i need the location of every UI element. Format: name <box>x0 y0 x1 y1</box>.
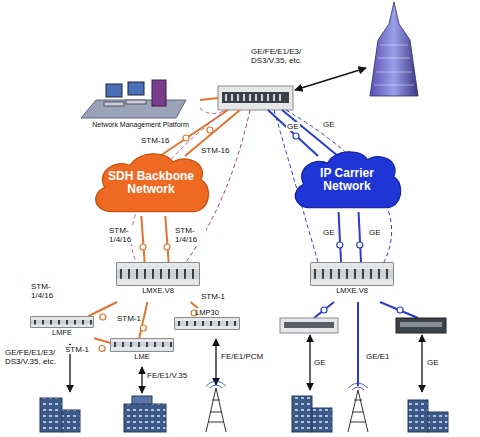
device-face <box>30 316 94 328</box>
device-name: LMXE.V8 <box>116 286 200 295</box>
keyboard <box>104 102 124 106</box>
link-label: STM-1 <box>200 292 226 301</box>
cloud-label: IP Carrier Network <box>290 167 404 193</box>
network-cloud: IP Carrier Network <box>290 148 404 212</box>
device-face <box>310 262 394 286</box>
device-face <box>110 338 174 352</box>
link-label: STM- 1/4/16 <box>174 226 206 244</box>
link-label: STM-16 <box>200 146 230 155</box>
link-label: GE/FE/E1/E3/ DS3/V.35, etc. <box>4 348 66 366</box>
link-label: STM- 1/4/16 <box>30 282 62 300</box>
server <box>152 80 166 106</box>
link-port <box>100 314 106 320</box>
monitor <box>128 82 144 95</box>
link-port <box>140 325 146 331</box>
monitor <box>106 84 122 97</box>
link-line <box>339 212 341 262</box>
link-label: FE/E1/V.35 <box>146 371 188 380</box>
link-port <box>357 242 363 248</box>
device-face <box>174 317 240 330</box>
device-name: LMFE <box>30 328 94 337</box>
link-label: STM- 1/4/16 <box>108 226 140 244</box>
workstation-illustration <box>76 78 201 120</box>
network-device: LMP30 <box>174 308 240 336</box>
link-label: GE <box>322 228 336 237</box>
cloud-label: SDH Backbone Network <box>90 170 212 196</box>
network-device: LMXE.V8 <box>116 262 200 302</box>
link-port <box>140 244 146 250</box>
link-label: GE <box>322 120 336 129</box>
link-line <box>141 216 144 262</box>
link-line <box>191 302 198 308</box>
link-label: GE/E1 <box>365 352 391 361</box>
link-label: FE/E1/PCM <box>220 352 264 361</box>
link-port <box>337 242 343 248</box>
link-line <box>359 212 361 262</box>
network-cloud: SDH Backbone Network <box>90 150 212 216</box>
device-name: LMXE.V8 <box>310 286 394 295</box>
device-name: Network Management Platform <box>76 120 205 129</box>
device-name: LME <box>110 352 174 361</box>
platform <box>81 100 186 118</box>
keyboard <box>126 100 146 104</box>
link-label: GE <box>426 358 440 367</box>
link-label: GE/FE/E1/E3/ DS3/V.35, etc. <box>250 47 324 65</box>
link-label: STM-1 <box>116 314 142 323</box>
link-port <box>99 346 105 352</box>
link-line <box>94 338 110 343</box>
link-label: GE <box>313 358 327 367</box>
link-label: GE <box>286 122 300 131</box>
network-device: LMFE <box>30 316 94 342</box>
link-label: GE <box>368 228 382 237</box>
network-device: LME <box>110 338 174 366</box>
link-label: STM-1 <box>64 345 90 354</box>
management-platform: Network Management Platform <box>76 78 205 132</box>
link-line <box>165 216 168 262</box>
device-face <box>116 262 200 286</box>
link-label: STM-16 <box>140 136 170 145</box>
device-name: LMP30 <box>174 308 240 317</box>
link-port <box>164 244 170 250</box>
network-device: LMXE.V8 <box>310 262 394 302</box>
